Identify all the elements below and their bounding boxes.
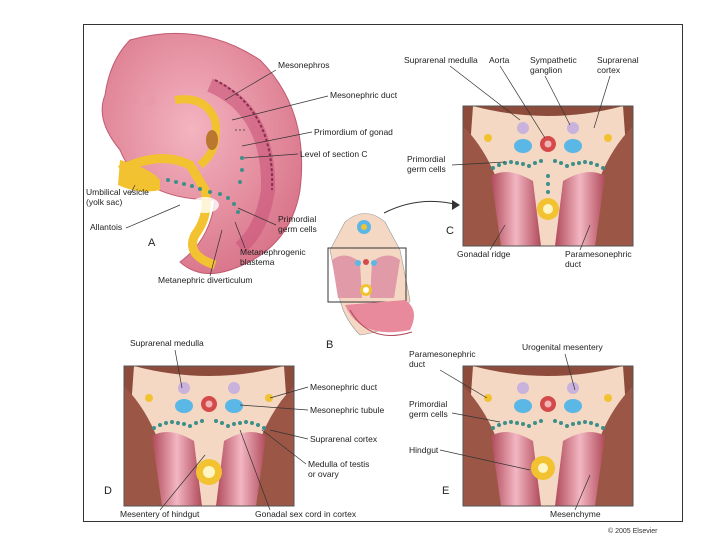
label-gonadal-ridge: Gonadal ridge xyxy=(457,249,511,259)
label-sympathetic-1: Sympathetic xyxy=(530,55,578,65)
label-umbilical-vesicle-1: Umbilical vesicle xyxy=(86,187,149,197)
label-aorta: Aorta xyxy=(489,55,510,65)
panel-b-section xyxy=(327,213,414,336)
label-primordial-germ-c-2: germ cells xyxy=(407,164,446,174)
label-primordial-germ-a-2: germ cells xyxy=(278,224,317,234)
label-umbilical-vesicle-2: (yolk sac) xyxy=(86,197,123,207)
panel-c-labels: Suprarenal medulla Aorta Sympathetic gan… xyxy=(404,55,639,269)
label-mesonephros: Mesonephros xyxy=(278,60,330,70)
panel-e-section xyxy=(462,365,634,507)
panel-e-labels: Paramesonephric duct Urogenital mesenter… xyxy=(409,342,604,519)
panel-d-section xyxy=(123,365,295,507)
panel-d-letter: D xyxy=(104,485,112,497)
label-gonadal-sex-cord: Gonadal sex cord in cortex xyxy=(255,509,357,519)
label-mesenchyme: Mesenchyme xyxy=(550,509,601,519)
label-suprarenal-medulla-d: Suprarenal medulla xyxy=(130,338,204,348)
label-primordium-gonad: Primordium of gonad xyxy=(314,127,393,137)
panel-a-labels: Mesonephros Mesonephric duct Primordium … xyxy=(86,60,398,285)
panel-c-section xyxy=(462,105,634,247)
label-paramesonephric-c-1: Paramesonephric xyxy=(565,249,632,259)
arrow-b-to-c xyxy=(383,200,459,214)
label-metanephrogenic-1: Metanephrogenic xyxy=(240,247,306,257)
label-mesonephric-tubule: Mesonephric tubule xyxy=(310,405,384,415)
label-paramesonephric-e-2: duct xyxy=(409,359,426,369)
label-suprarenal-cortex-d: Suprarenal cortex xyxy=(310,434,378,444)
label-hindgut: Hindgut xyxy=(409,445,439,455)
label-primordial-germ-c-1: Primordial xyxy=(407,154,445,164)
label-paramesonephric-e-1: Paramesonephric xyxy=(409,349,476,359)
panel-a-letter: A xyxy=(148,237,156,249)
panel-a-embryo xyxy=(101,32,303,275)
label-medulla-testis-2: or ovary xyxy=(308,469,339,479)
panel-d-labels: Suprarenal medulla Mesonephric duct Meso… xyxy=(120,338,384,519)
label-primordial-germ-a-1: Primordial xyxy=(278,214,316,224)
label-urogenital-mesentery: Urogenital mesentery xyxy=(522,342,604,352)
label-medulla-testis-1: Medulla of testis xyxy=(308,459,369,469)
label-allantois: Allantois xyxy=(90,222,122,232)
label-mesentery-hindgut: Mesentery of hindgut xyxy=(120,509,200,519)
label-suprarenal-cortex-c-2: cortex xyxy=(597,65,621,75)
label-primordial-germ-e-2: germ cells xyxy=(409,409,448,419)
label-mesonephric-duct-d: Mesonephric duct xyxy=(310,382,378,392)
copyright-notice: © 2005 Elsevier xyxy=(608,527,658,535)
label-level-section: Level of section C xyxy=(300,149,368,159)
panel-b-letter: B xyxy=(326,339,333,351)
label-metanephric-diverticulum: Metanephric diverticulum xyxy=(158,275,252,285)
label-primordial-germ-e-1: Primordial xyxy=(409,399,447,409)
label-paramesonephric-c-2: duct xyxy=(565,259,582,269)
panel-c-letter: C xyxy=(446,225,454,237)
panel-e-letter: E xyxy=(442,485,449,497)
label-mesonephric-duct-a: Mesonephric duct xyxy=(330,90,398,100)
label-suprarenal-medulla-c: Suprarenal medulla xyxy=(404,55,478,65)
arrow-head-icon xyxy=(452,200,460,210)
label-suprarenal-cortex-c-1: Suprarenal xyxy=(597,55,639,65)
label-metanephrogenic-2: blastema xyxy=(240,257,275,267)
label-sympathetic-2: ganglion xyxy=(530,65,562,75)
